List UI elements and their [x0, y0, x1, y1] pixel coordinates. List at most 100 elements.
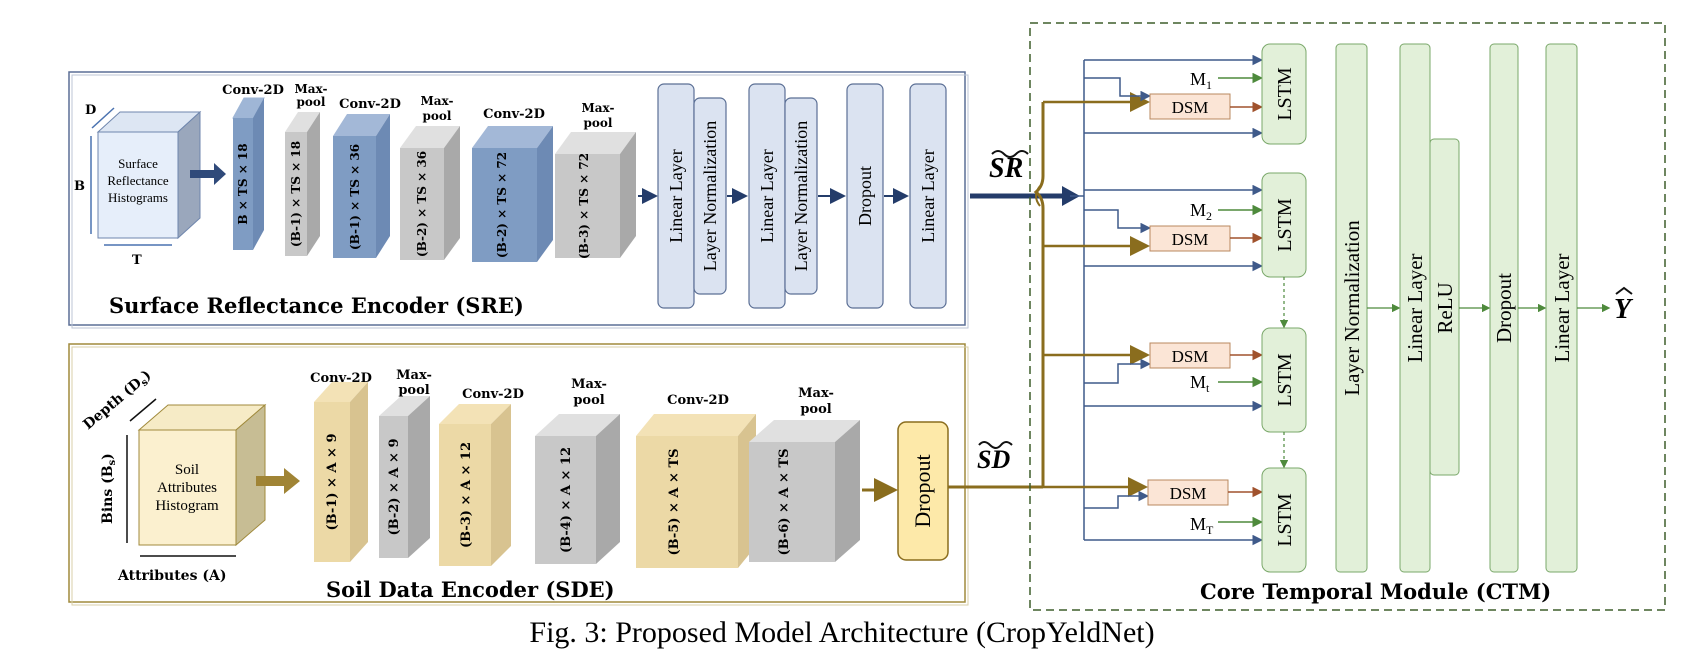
- sre-title: Surface Reflectance Encoder (SRE): [109, 293, 524, 318]
- ctm-mask-t: Mt: [1190, 372, 1263, 395]
- sre-block-1-header: Conv-2D: [222, 83, 284, 98]
- sde-panel: Soil Attributes Histogram Depth (Ds) Bin…: [68, 343, 969, 606]
- ctm-sr-to-dsm-2: [1084, 209, 1151, 234]
- ctm-sr-to-dsm-4: [1084, 490, 1149, 509]
- sre-block-4-header-1: Max-: [421, 94, 454, 108]
- sde-block-6-header-1: Max-: [798, 386, 834, 401]
- sde-block-4-label: (B-4) × A × 12: [559, 447, 574, 553]
- ctm-layer-linear-1: Linear Layer: [1399, 43, 1431, 573]
- svg-text:M2: M2: [1190, 200, 1212, 223]
- sde-block-5-label: (B-5) × A × TS: [667, 448, 682, 555]
- sde-title: Soil Data Encoder (SDE): [326, 577, 615, 602]
- sde-dropout-label: Dropout: [910, 454, 935, 527]
- sde-block-1-header: Conv-2D: [310, 371, 372, 386]
- ctm-lstm-2: LSTM: [1261, 172, 1307, 278]
- sre-block-6-header-2: pool: [584, 116, 613, 130]
- sde-block-3: Conv-2D (B-3) × A × 12: [439, 387, 524, 566]
- sre-input-cube: Surface Reflectance Histograms D B T: [74, 103, 202, 268]
- ctm-dsm-2-label: DSM: [1172, 230, 1209, 249]
- sre-block-4-label: (B-2) × TS × 36: [415, 151, 429, 257]
- sde-block-1-label: (B-1) × A × 9: [325, 434, 340, 531]
- sre-block-6: Max- pool (B-3) × TS × 72: [555, 101, 636, 259]
- ctm-layer-linear-1-label: Linear Layer: [1403, 253, 1427, 362]
- sre-block-1: Conv-2D B × TS × 18: [222, 83, 284, 250]
- sre-input-label-2: Reflectance: [107, 173, 169, 188]
- sde-block-5: Conv-2D (B-5) × A × TS: [636, 393, 756, 568]
- sd-output-symbol: SD: [977, 441, 1013, 474]
- sre-block-3-label: (B-1) × TS × 36: [348, 144, 362, 250]
- sde-block-4-header-1: Max-: [571, 377, 607, 392]
- sde-dim-attr: Attributes (A): [117, 568, 226, 584]
- sde-block-6-header-2: pool: [800, 402, 831, 417]
- sre-block-2-header-1: Max-: [295, 82, 328, 96]
- ctm-lstm-3-label: LSTM: [1274, 353, 1296, 407]
- sre-layer-linear-3: Linear Layer: [909, 83, 947, 309]
- sre-block-4: Max- pool (B-2) × TS × 36: [400, 94, 460, 260]
- ctm-layer-relu: ReLU: [1429, 138, 1460, 476]
- sde-input-label-2: Attributes: [157, 480, 217, 496]
- sd-output-label: SD: [977, 445, 1010, 474]
- ctm-sd-bus: [1033, 102, 1045, 487]
- ctm-mask-1: M1: [1190, 69, 1263, 92]
- ctm-output-symbol: Y: [1614, 286, 1634, 325]
- sre-input-arrow: [190, 163, 226, 185]
- ctm-dsm-4-label: DSM: [1170, 484, 1207, 503]
- ctm-layer-norm-label: Layer Normalization: [1340, 220, 1364, 396]
- ctm-sr-to-dsm-1: [1084, 77, 1151, 102]
- sre-layer-linear-1-label: Linear Layer: [666, 149, 686, 242]
- sre-block-5-header: Conv-2D: [483, 107, 545, 122]
- sre-block-2: Max- pool (B-1) × TS × 18: [285, 82, 328, 256]
- sre-block-3-header: Conv-2D: [339, 97, 401, 112]
- ctm-output-label: Y: [1614, 294, 1634, 325]
- ctm-panel: DSM DSM DSM DSM M1 M2 Mt: [1029, 22, 1666, 611]
- sre-layer-linear-2: Linear Layer: [748, 83, 786, 309]
- sde-block-6: Max- pool (B-6) × A × TS: [749, 386, 860, 562]
- ctm-brace: [1035, 185, 1041, 207]
- sre-layer-linear-1: Linear Layer: [657, 83, 695, 309]
- sre-dim-d: D: [85, 103, 96, 118]
- figure-caption: Fig. 3: Proposed Model Architecture (Cro…: [529, 616, 1154, 649]
- sde-block-2-header-1: Max-: [396, 368, 432, 383]
- sde-block-2-header-2: pool: [398, 383, 429, 398]
- ctm-lstm-4-label: LSTM: [1274, 493, 1296, 547]
- ctm-layer-linear-2: Linear Layer: [1545, 43, 1578, 573]
- ctm-lstm-3: LSTM: [1261, 327, 1307, 433]
- sde-block-5-header: Conv-2D: [667, 393, 729, 408]
- sre-block-1-label: B × TS × 18: [236, 143, 250, 224]
- sre-block-3: Conv-2D (B-1) × TS × 36: [333, 97, 401, 258]
- sde-block-4-header-2: pool: [573, 393, 604, 408]
- ctm-dsm-2: DSM: [1149, 225, 1231, 252]
- svg-text:MT: MT: [1190, 514, 1214, 537]
- sde-input-label-1: Soil: [175, 462, 199, 478]
- sre-dim-d-arrow: [91, 107, 115, 129]
- sre-layer-norm-2: Layer Normalization: [784, 97, 818, 295]
- sre-layer-dropout: Dropout: [846, 83, 884, 309]
- sde-input-label-3: Histogram: [155, 498, 219, 514]
- svg-text:M1: M1: [1190, 69, 1212, 92]
- sde-dropout: Dropout: [897, 421, 949, 561]
- ctm-layer-dropout-label: Dropout: [1492, 273, 1516, 343]
- sde-input-arrow: [256, 468, 300, 494]
- sde-dim-depth-arrow: [129, 398, 157, 422]
- sre-block-2-header-2: pool: [297, 95, 326, 109]
- ctm-dsm-3: DSM: [1149, 342, 1231, 369]
- sd-tilde: [978, 441, 1013, 449]
- sre-dim-t: T: [132, 253, 142, 268]
- sre-dim-b: B: [74, 179, 85, 194]
- ctm-layer-relu-label: ReLU: [1433, 282, 1457, 333]
- ctm-lstm-2-label: LSTM: [1274, 198, 1296, 252]
- sde-block-2-label: (B-2) × A × 9: [387, 439, 402, 536]
- sre-block-6-header-1: Max-: [582, 101, 615, 115]
- ctm-layer-linear-2-label: Linear Layer: [1550, 253, 1574, 362]
- ctm-mask-2: M2: [1190, 200, 1263, 223]
- ctm-dsm-1-label: DSM: [1172, 98, 1209, 117]
- ctm-title: Core Temporal Module (CTM): [1200, 579, 1551, 604]
- sde-block-1: Conv-2D (B-1) × A × 9: [310, 371, 372, 562]
- ctm-lstm-4: LSTM: [1261, 467, 1307, 573]
- sde-dim-bins: Bins (Bs): [100, 453, 118, 524]
- sde-block-3-label: (B-3) × A × 12: [459, 442, 474, 548]
- sre-block-2-label: (B-1) × TS × 18: [289, 141, 303, 247]
- sre-block-6-label: (B-3) × TS × 72: [577, 153, 591, 259]
- sre-block-5-label: (B-2) × TS × 72: [495, 152, 509, 258]
- sre-layer-linear-2-label: Linear Layer: [757, 149, 777, 242]
